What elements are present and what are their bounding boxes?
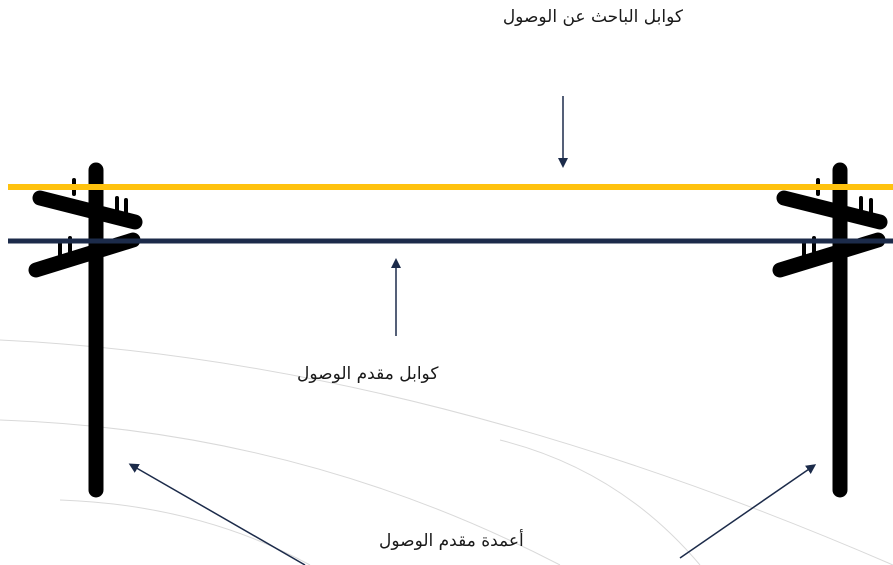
- utility-pole-icon: [772, 162, 888, 498]
- utility-pole-icon: [28, 162, 143, 498]
- background-arc: [59, 499, 311, 565]
- background-arc: [0, 419, 561, 565]
- seeker-cables-label: كوابل الباحث عن الوصول: [502, 7, 683, 27]
- provider-poles-label: أعمدة مقدم الوصول: [379, 531, 524, 551]
- background-arc: [499, 439, 701, 565]
- left-pole-arrow: [128, 463, 306, 565]
- right-pole-arrow: [679, 464, 817, 559]
- background-arc: [0, 339, 893, 565]
- provider-cables-label: كوابل مقدم الوصول: [297, 364, 439, 384]
